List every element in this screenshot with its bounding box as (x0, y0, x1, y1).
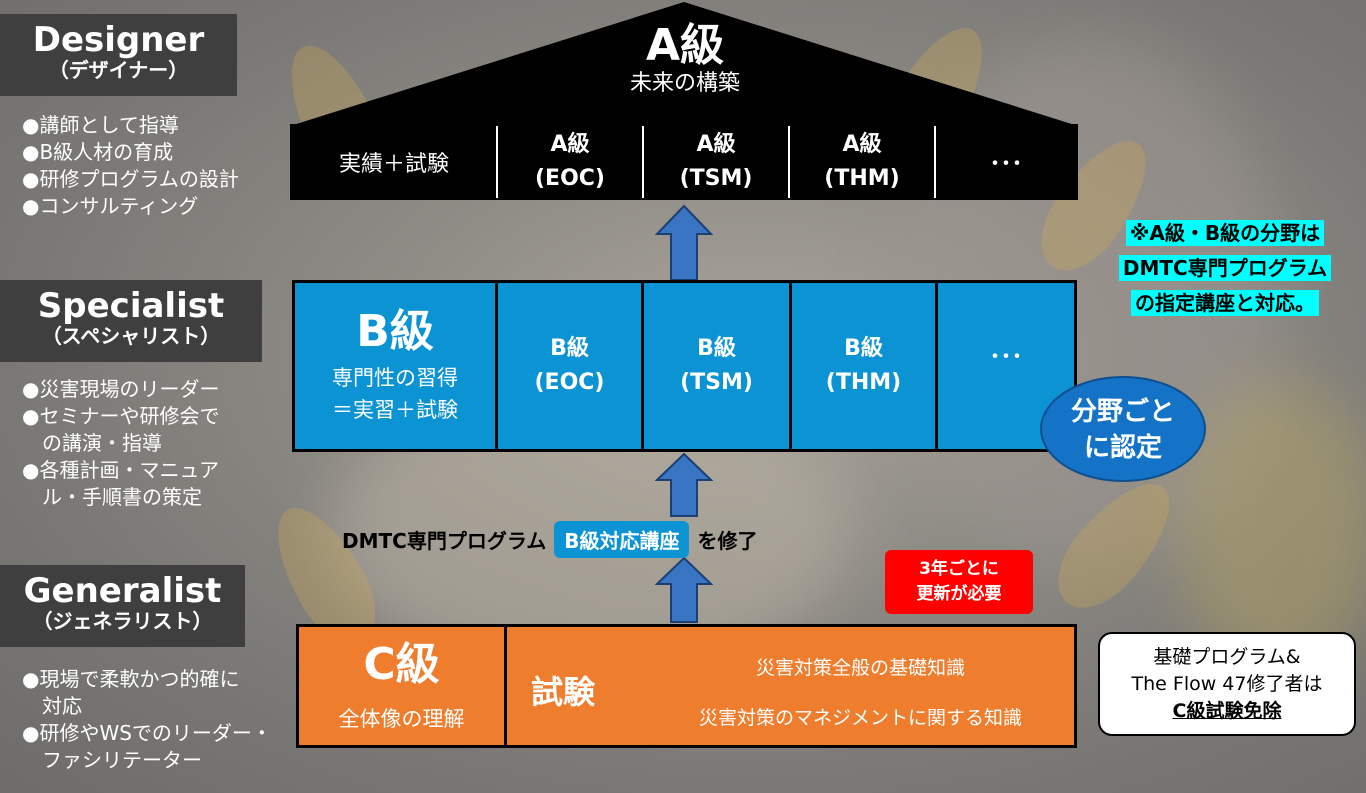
role-generalist-box: Generalist （ジェネラリスト） (0, 565, 245, 647)
role-generalist-subtitle: （ジェネラリスト） (32, 609, 213, 633)
renewal-line1: 3年ごとに (919, 559, 999, 579)
a-cell-thm: A級 (THM) (790, 126, 936, 198)
field-note-line1: ※A級・B級の分野は (1125, 220, 1325, 246)
b-cell-eoc: B級 (EOC) (498, 283, 644, 449)
b-level-sub1: 専門性の習得 (332, 366, 458, 390)
exemption-line1: 基礎プログラム& (1153, 646, 1301, 668)
bullet-item: ●研修プログラムの設計 (22, 167, 239, 191)
role-generalist-bullets: ●現場で柔軟かつ的確に 対応 ●研修やWSでのリーダー・ ファシリテーター (22, 666, 282, 774)
c-topic-1: 災害対策全般の基礎知識 (755, 657, 965, 679)
bullet-item: ル・手順書の策定 (22, 485, 202, 509)
a-level-subtitle: 未来の構築 (629, 71, 740, 96)
field-note-line2: DMTC専門プログラム (1118, 255, 1332, 281)
bullet-item: ファシリテーター (22, 748, 202, 772)
role-generalist-title: Generalist (23, 571, 222, 611)
field-note: ※A級・B級の分野は DMTC専門プログラム の指定講座と対応。 (1090, 216, 1360, 321)
b-level-sub2: ＝実習＋試験 (332, 398, 458, 422)
course-suffix: を修了 (697, 528, 758, 553)
bullet-item: ●セミナーや研修会で (22, 404, 220, 428)
arrow-up-icon (655, 204, 713, 281)
role-specialist-title: Specialist (37, 286, 225, 326)
a-cell-more: ･･･ (989, 152, 1023, 177)
c-cell-main: C級 全体像の理解 (299, 627, 507, 745)
course-prefix: DMTC専門プログラム (342, 528, 547, 553)
bullet-item: ●コンサルティング (22, 194, 199, 218)
bullet-item: ●各種計画・マニュア (22, 458, 220, 482)
role-designer-title: Designer (32, 20, 205, 60)
c-level-title: C級 (363, 639, 440, 690)
arrow-up-icon (655, 556, 713, 623)
a-cell-eoc: A級 (EOC) (498, 126, 644, 198)
bullet-item: 対応 (22, 694, 82, 718)
role-designer-box: Designer （デザイナー） (0, 14, 237, 96)
background-blur (1180, 380, 1366, 680)
a-level-row: 実績＋試験 A級 (EOC) A級 (TSM) A級 (THM) ･･･ (290, 124, 1078, 200)
c-cell-exam: 試験 災害対策全般の基礎知識 災害対策のマネジメントに関する知識 (507, 627, 1074, 745)
role-designer-subtitle: （デザイナー） (48, 58, 189, 82)
c-exam-label: 試験 (531, 673, 596, 711)
bullet-item: の講演・指導 (22, 431, 162, 455)
exemption-box: 基礎プログラム& The Flow 47修了者は C級試験免除 (1098, 632, 1356, 736)
course-badge: B級対応講座 (554, 520, 690, 558)
a-level-heading: A級 未来の構築 (485, 22, 885, 98)
c-level-row: C級 全体像の理解 試験 災害対策全般の基礎知識 災害対策のマネジメントに関する… (296, 624, 1077, 748)
renewal-line2: 更新が必要 (916, 584, 1002, 604)
b-cell-tsm: B級 (TSM) (644, 283, 792, 449)
a-cell-achievement: 実績＋試験 (292, 126, 498, 198)
b-level-row: B級 専門性の習得 ＝実習＋試験 B級 (EOC) B級 (TSM) B級 (T… (292, 280, 1077, 452)
exemption-line2: The Flow 47修了者は (1131, 673, 1323, 695)
certify-line1: 分野ごと (1070, 397, 1175, 427)
certify-line2: に認定 (1083, 433, 1162, 463)
bullet-item: ●現場で柔軟かつ的確に (22, 667, 240, 691)
c-level-subtitle: 全体像の理解 (338, 707, 465, 731)
c-topic-2: 災害対策のマネジメントに関する知識 (698, 707, 1022, 729)
b-level-title: B級 (356, 306, 434, 357)
a-level-roof (290, 2, 1078, 126)
renewal-badge: 3年ごとに 更新が必要 (885, 550, 1033, 614)
role-specialist-box: Specialist （スペシャリスト） (0, 280, 262, 362)
certify-bubble: 分野ごと に認定 (1040, 376, 1206, 482)
arrow-up-icon (655, 452, 713, 517)
a-level-title: A級 (645, 20, 725, 71)
role-designer-bullets: ●講師として指導 ●B級人材の育成 ●研修プログラムの設計 ●コンサルティング (22, 112, 272, 220)
a-cell-tsm: A級 (TSM) (644, 126, 790, 198)
bullet-item: ●研修やWSでのリーダー・ (22, 721, 272, 745)
b-cell-thm: B級 (THM) (792, 283, 938, 449)
exemption-line3: C級試験免除 (1172, 700, 1282, 722)
bullet-item: ●B級人材の育成 (22, 140, 174, 164)
bullet-item: ●災害現場のリーダー (22, 377, 220, 401)
role-specialist-subtitle: （スペシャリスト） (41, 324, 221, 348)
course-line: DMTC専門プログラム B級対応講座 を修了 (342, 520, 902, 558)
role-specialist-bullets: ●災害現場のリーダー ●セミナーや研修会で の講演・指導 ●各種計画・マニュア … (22, 376, 272, 511)
b-cell-main: B級 専門性の習得 ＝実習＋試験 (295, 283, 498, 449)
bullet-item: ●講師として指導 (22, 113, 179, 137)
field-note-line3: の指定講座と対応。 (1131, 290, 1319, 316)
